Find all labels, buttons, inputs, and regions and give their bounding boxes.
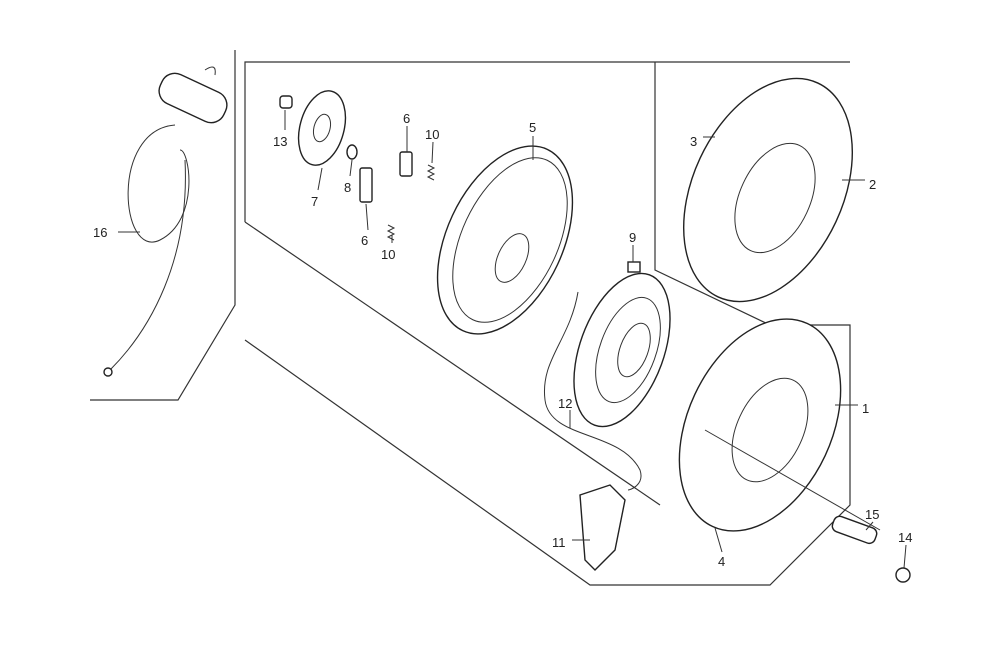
callout-2: 2 — [869, 177, 876, 192]
callout-10: 10 — [381, 247, 395, 262]
leader-lines — [118, 110, 907, 569]
recoil-spring — [573, 261, 671, 428]
starter-case-inner — [678, 318, 881, 532]
cable-bracket — [543, 291, 642, 571]
pin-bolt — [831, 515, 911, 583]
callout-8: 8 — [344, 180, 351, 195]
callout-labels: 16 13 7 8 6 10 6 10 5 9 3 2 1 12 11 4 15… — [93, 111, 912, 569]
starter-case-outer — [682, 77, 854, 303]
callout-9: 9 — [629, 230, 636, 245]
callout-1: 1 — [862, 401, 869, 416]
callout-3: 3 — [690, 134, 697, 149]
callout-6: 6 — [361, 233, 368, 248]
callout-14: 14 — [898, 530, 912, 545]
callout-4: 4 — [718, 554, 725, 569]
starter-grip-rope — [103, 66, 228, 377]
group-outlines — [90, 50, 851, 586]
callout-6: 6 — [403, 111, 410, 126]
reel-pulley — [436, 145, 574, 335]
callout-11: 11 — [552, 535, 566, 550]
callout-7: 7 — [311, 194, 318, 209]
callout-10: 10 — [425, 127, 439, 142]
callout-5: 5 — [529, 120, 536, 135]
small-parts — [279, 90, 436, 241]
callout-16: 16 — [93, 225, 107, 240]
callout-15: 15 — [865, 507, 879, 522]
callout-13: 13 — [273, 134, 287, 149]
callout-12: 12 — [558, 396, 572, 411]
